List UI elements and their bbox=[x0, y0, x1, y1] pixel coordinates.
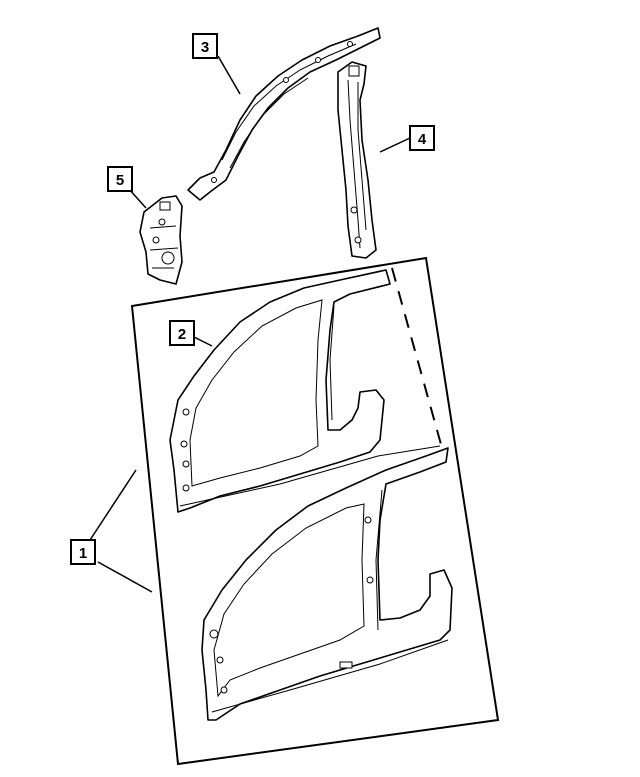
part-1-body-side-aperture bbox=[201, 447, 453, 721]
leader-line-4 bbox=[379, 137, 411, 153]
callout-label: 5 bbox=[116, 172, 124, 189]
leader-line-1b bbox=[97, 561, 153, 593]
part-5-hinge-pillar-bracket bbox=[139, 195, 183, 285]
callout-1: 1 bbox=[70, 539, 96, 565]
part-4-b-pillar-reinforcement bbox=[337, 61, 377, 259]
assembly-frame bbox=[130, 256, 500, 766]
leader-line-3 bbox=[217, 55, 241, 95]
callout-label: 3 bbox=[201, 39, 209, 56]
callout-3: 3 bbox=[192, 33, 218, 59]
callout-label: 2 bbox=[178, 326, 186, 343]
callout-4: 4 bbox=[409, 125, 435, 151]
part-3-roof-rail-reinforcement bbox=[187, 27, 381, 201]
leader-line-1a bbox=[89, 469, 137, 541]
callout-label: 1 bbox=[79, 545, 87, 562]
callout-5: 5 bbox=[107, 166, 133, 192]
alignment-dashed-line bbox=[391, 267, 443, 449]
callout-2: 2 bbox=[169, 320, 195, 346]
leader-line-2 bbox=[191, 335, 213, 347]
part-2-body-side-inner-panel bbox=[169, 269, 441, 513]
callout-label: 4 bbox=[418, 131, 427, 148]
